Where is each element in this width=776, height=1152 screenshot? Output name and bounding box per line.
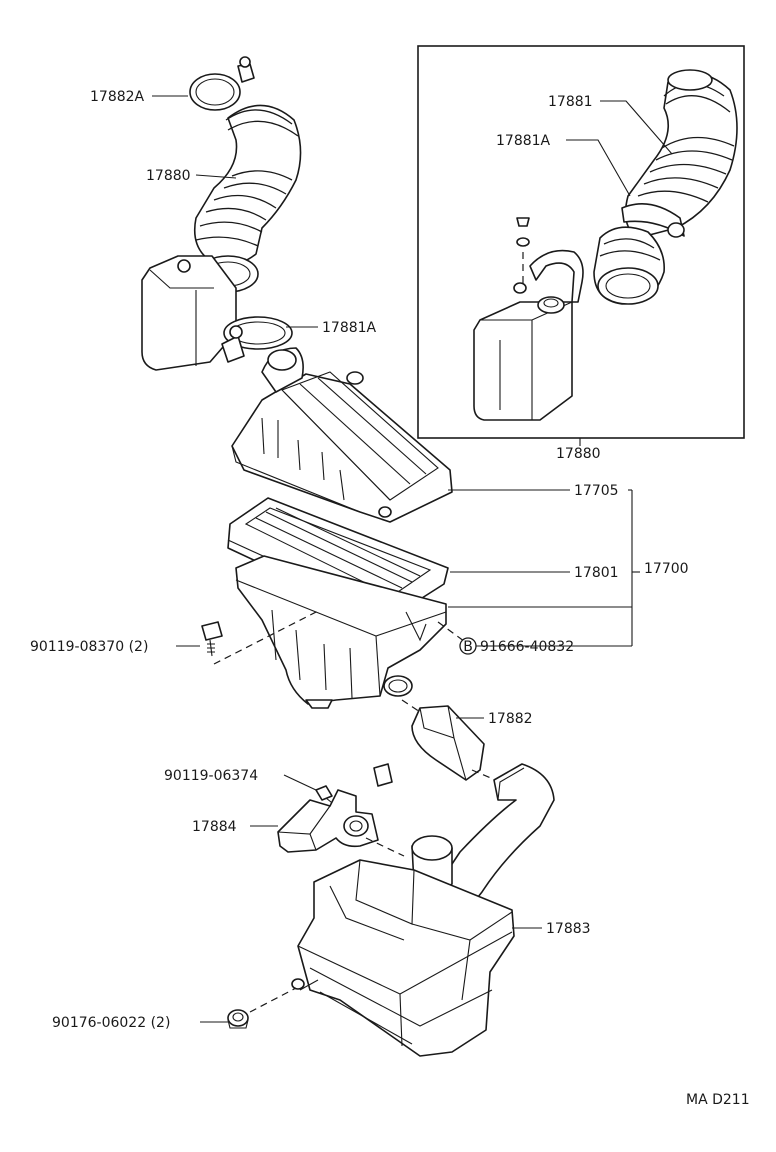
bracket-17884[interactable] [277, 763, 393, 853]
label-17882[interactable]: 17882 [488, 711, 533, 727]
clip-dashline [437, 621, 469, 645]
inset-hose-17881[interactable] [624, 69, 738, 239]
leader-lines [152, 95, 673, 1023]
label-17880-inset[interactable]: 17880 [556, 446, 601, 462]
label-17705[interactable]: 17705 [574, 483, 619, 499]
clamp-17882A[interactable] [189, 56, 255, 111]
label-17884[interactable]: 17884 [192, 819, 237, 835]
inset-screw[interactable] [516, 217, 530, 247]
air-cleaner-case[interactable] [235, 555, 447, 709]
label-17881-inset[interactable]: 17881 [548, 94, 593, 110]
inset-frame [417, 45, 745, 439]
label-90119-08370[interactable]: 90119-08370 (2) [30, 639, 148, 655]
label-17881A-main[interactable]: 17881A [322, 320, 377, 336]
grommet-dashline [249, 987, 297, 1013]
inset-lower-hose[interactable] [593, 226, 665, 305]
marker-b: B [459, 637, 477, 655]
bolt-90119-08370[interactable] [201, 621, 223, 657]
label-91666-40832[interactable]: 91666-40832 [480, 639, 574, 655]
resonator-17883[interactable] [291, 859, 515, 1057]
diagram-code: MA D211 [686, 1092, 750, 1108]
label-90119-06374[interactable]: 90119-06374 [164, 768, 258, 784]
grommet-90176-06022[interactable] [227, 1009, 249, 1029]
resonator-box[interactable] [141, 255, 237, 371]
label-17883[interactable]: 17883 [546, 921, 591, 937]
air-cleaner-cap-17705[interactable] [231, 347, 453, 523]
label-90176-06022[interactable]: 90176-06022 (2) [52, 1015, 170, 1031]
label-17801[interactable]: 17801 [574, 565, 619, 581]
label-17882A[interactable]: 17882A [90, 89, 145, 105]
connector-dashline-a [401, 699, 421, 713]
inset-clamp-17881A[interactable] [621, 202, 685, 238]
label-17880[interactable]: 17880 [146, 168, 191, 184]
inset-resonator[interactable] [473, 249, 584, 421]
intake-connector-17882[interactable] [411, 705, 485, 781]
bracket-dashline [365, 837, 405, 857]
label-17881A-inset[interactable]: 17881A [496, 133, 551, 149]
clamp-17881A[interactable] [221, 316, 293, 363]
marker-b-letter: B [463, 639, 473, 655]
bolt-dashline [213, 609, 321, 665]
label-17700[interactable]: 17700 [644, 561, 689, 577]
